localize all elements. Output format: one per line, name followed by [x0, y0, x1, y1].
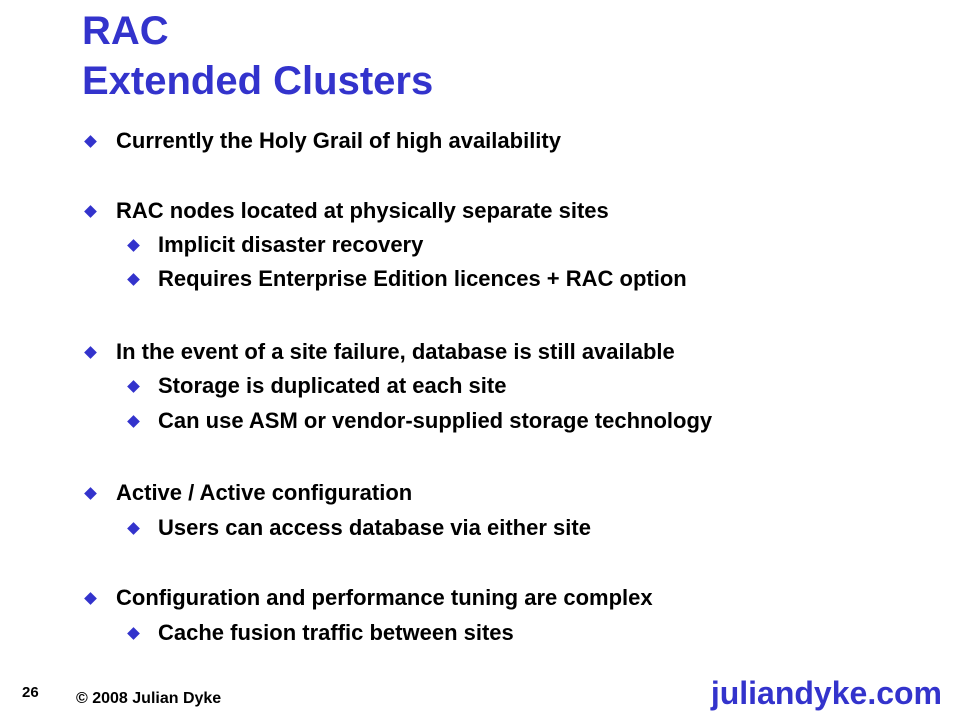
sub-bullet-item: Storage is duplicated at each site: [127, 372, 507, 400]
sub-bullet-item: Can use ASM or vendor-supplied storage t…: [127, 407, 713, 435]
diamond-bullet-icon: [84, 205, 97, 218]
bullet-text: Configuration and performance tuning are…: [116, 585, 653, 610]
bullet-list: Currently the Holy Grail of high availab…: [84, 127, 713, 647]
bullet-text: Users can access database via either sit…: [158, 515, 591, 540]
diamond-bullet-icon: [84, 487, 97, 500]
bullet-text: Storage is duplicated at each site: [158, 373, 507, 398]
bullet-item: In the event of a site failure, database…: [84, 338, 675, 366]
title-line-2: Extended Clusters: [82, 59, 434, 103]
slide-title: RAC Extended Clusters: [82, 6, 433, 106]
sub-bullet-item: Users can access database via either sit…: [127, 514, 591, 542]
title-line-1: RAC: [82, 9, 169, 53]
diamond-bullet-icon: [84, 135, 97, 148]
diamond-bullet-icon: [127, 627, 140, 640]
bullet-item: Active / Active configuration: [84, 479, 413, 507]
site-logo: juliandyke.com: [710, 675, 942, 711]
sub-bullet-item: Cache fusion traffic between sites: [127, 619, 514, 647]
diamond-bullet-icon: [127, 239, 140, 252]
bullet-text: Active / Active configuration: [116, 480, 413, 505]
diamond-bullet-icon: [127, 522, 140, 535]
diamond-bullet-icon: [127, 273, 140, 286]
diamond-bullet-icon: [127, 415, 140, 428]
diamond-bullet-icon: [127, 380, 140, 393]
bullet-text: Currently the Holy Grail of high availab…: [116, 128, 561, 153]
bullet-text: In the event of a site failure, database…: [116, 339, 675, 364]
bullet-text: Implicit disaster recovery: [158, 232, 424, 257]
bullet-text: Cache fusion traffic between sites: [158, 620, 514, 645]
bullet-text: Requires Enterprise Edition licences + R…: [158, 266, 687, 291]
diamond-bullet-icon: [84, 592, 97, 605]
bullet-item: RAC nodes located at physically separate…: [84, 197, 609, 225]
page-number: 26: [22, 684, 39, 701]
sub-bullet-item: Requires Enterprise Edition licences + R…: [127, 265, 687, 293]
bullet-item: Configuration and performance tuning are…: [84, 584, 653, 612]
sub-bullet-item: Implicit disaster recovery: [127, 231, 424, 259]
diamond-bullet-icon: [84, 346, 97, 359]
bullet-text: RAC nodes located at physically separate…: [116, 198, 609, 223]
bullet-text: Can use ASM or vendor-supplied storage t…: [158, 408, 713, 433]
copyright-text: © 2008 Julian Dyke: [76, 690, 222, 707]
bullet-item: Currently the Holy Grail of high availab…: [84, 127, 561, 155]
